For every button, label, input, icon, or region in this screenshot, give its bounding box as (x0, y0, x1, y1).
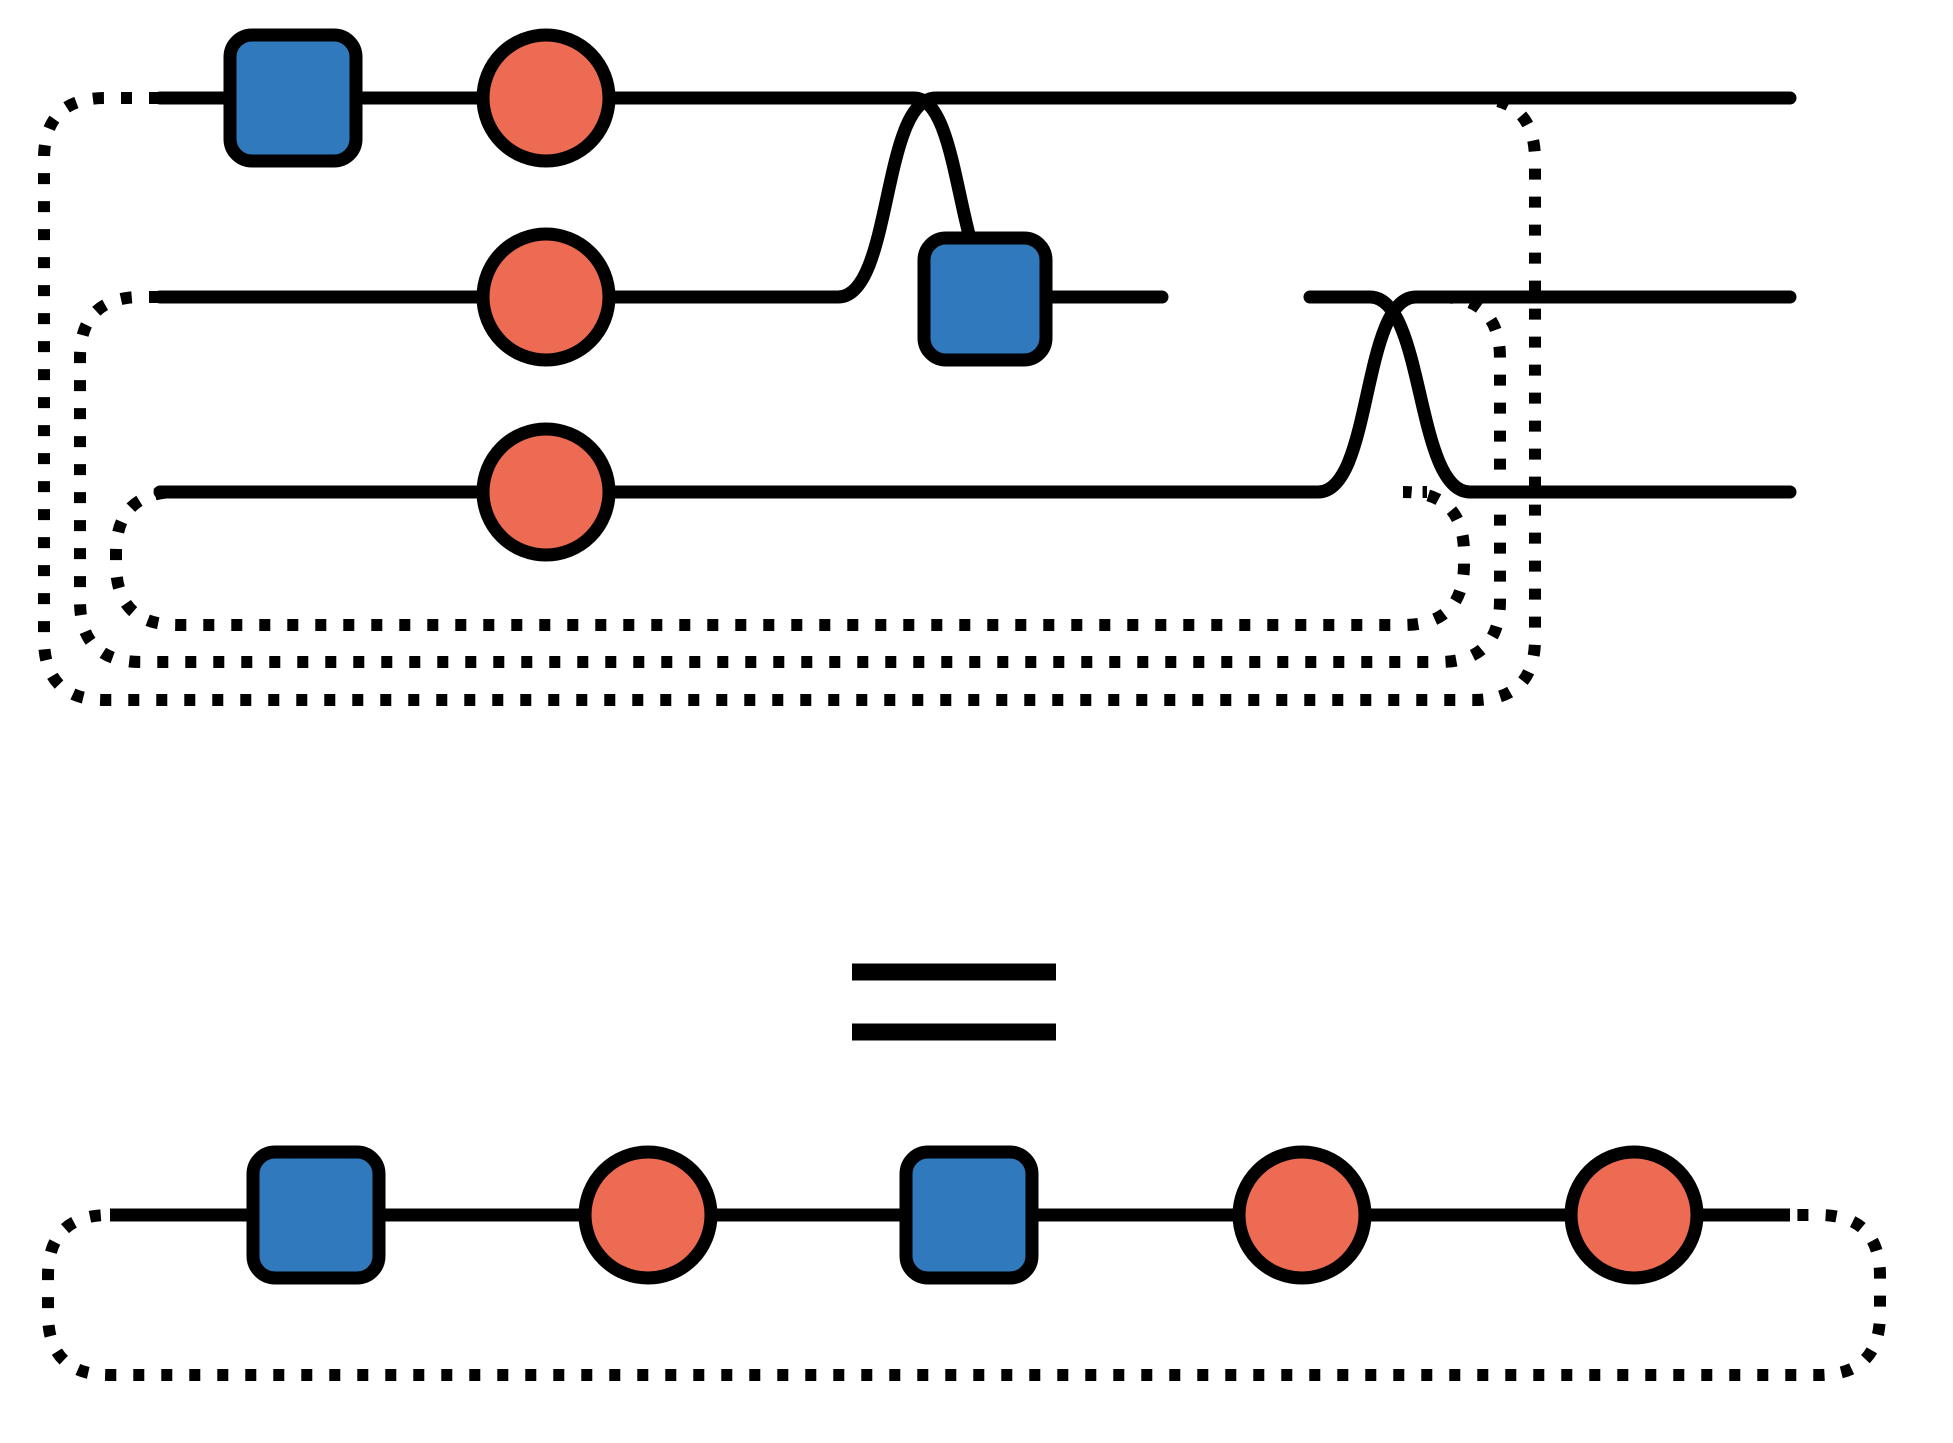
gate-box-bottom-2[interactable] (899, 1145, 1039, 1285)
gate-box-bottom-1[interactable] (246, 1145, 386, 1285)
trace-single-path (42, 1209, 1886, 1381)
trace-outer-path (38, 92, 1541, 706)
gate-circle-bottom-1[interactable] (578, 1145, 718, 1285)
equals-sign (852, 963, 1056, 1041)
gate-circle-top-2[interactable] (476, 227, 616, 367)
gate-circle-top-3[interactable] (476, 422, 616, 562)
gate-box-top-2[interactable] (917, 231, 1053, 367)
top-trace-closures (38, 92, 1541, 706)
bottom-diagram-group (42, 1145, 1886, 1381)
gate-circle-bottom-2[interactable] (1232, 1145, 1372, 1285)
wire-2b-path (1303, 290, 1797, 499)
top-diagram-group (38, 28, 1797, 706)
wire-2-path (153, 91, 1797, 304)
gate-box-top-1[interactable] (223, 28, 363, 168)
top-gates (223, 28, 1053, 562)
gate-circle-top-1[interactable] (476, 28, 616, 168)
bottom-gates (246, 1145, 1704, 1285)
wire-3-path (153, 290, 1797, 499)
trace-middle-path (74, 291, 1506, 668)
gate-circle-bottom-3[interactable] (1564, 1145, 1704, 1285)
trace-inner-path (110, 486, 1470, 631)
